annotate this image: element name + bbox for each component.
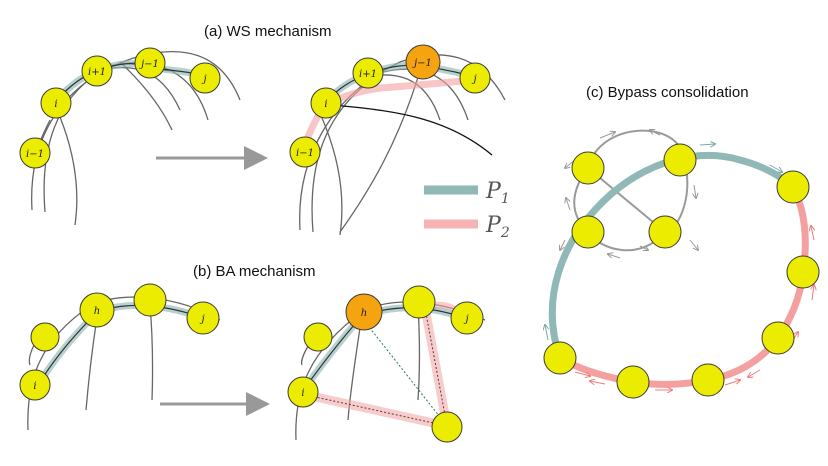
legend-p2-label: P2: [485, 213, 510, 241]
svg-text:i: i: [54, 99, 57, 110]
svg-text:i+1: i+1: [359, 69, 377, 80]
bypass-node-1: [571, 151, 605, 185]
node-b-right-h-highlighted: h: [345, 293, 383, 331]
node-a-left-j: j: [189, 62, 221, 94]
node-b-right-i: i: [287, 376, 319, 408]
svg-text:i: i: [33, 381, 36, 392]
node-a-right-j: j: [459, 62, 491, 94]
svg-text:i: i: [324, 99, 327, 110]
svg-text:i: i: [301, 388, 304, 399]
node-a-right-i-minus-1: i−1: [289, 136, 321, 168]
node-a-left-i: i: [40, 87, 72, 119]
svg-text:i+1: i+1: [88, 67, 106, 78]
node-a-right-i-plus-1: i+1: [352, 57, 384, 89]
ws-right-network: [299, 54, 506, 236]
node-b-left-unlabeled-1: [30, 322, 60, 352]
bypass-node-7: [761, 321, 795, 355]
node-b-right-j: j: [450, 301, 484, 335]
svg-text:i−1: i−1: [26, 149, 44, 160]
node-b-right-unlabeled-1: [303, 322, 333, 352]
bypass-node-3: [571, 215, 605, 249]
bypass-node-8: [691, 363, 725, 397]
node-b-right-new: [431, 411, 463, 443]
node-b-left-unlabeled-2: [133, 283, 167, 317]
svg-text:h: h: [361, 308, 367, 319]
node-b-left-h: h: [79, 292, 115, 328]
bypass-node-2: [663, 143, 697, 177]
node-b-left-j: j: [186, 301, 220, 335]
title-ba-mechanism: (b) BA mechanism: [193, 263, 316, 280]
legend: P1 P2: [424, 179, 510, 241]
svg-text:j−1: j−1: [139, 59, 159, 70]
bypass-node-10: [543, 341, 577, 375]
legend-p1-label: P1: [485, 179, 510, 207]
svg-text:j: j: [463, 314, 468, 325]
bypass-node-5: [776, 170, 810, 204]
svg-text:j: j: [199, 314, 204, 325]
node-a-left-j-minus-1: j−1: [134, 47, 166, 79]
node-b-right-unlabeled-2: [402, 285, 436, 319]
node-a-right-j-minus-1-highlighted: j−1: [405, 44, 441, 80]
bypass-node-6: [786, 255, 820, 289]
node-a-right-i: i: [310, 87, 342, 119]
node-a-left-i-plus-1: i+1: [81, 55, 113, 87]
node-a-left-i-minus-1: i−1: [19, 137, 51, 169]
svg-text:i−1: i−1: [296, 148, 314, 159]
svg-text:j: j: [471, 74, 476, 85]
ws-left-network: [31, 50, 241, 226]
title-bypass-consolidation: (c) Bypass consolidation: [586, 84, 749, 101]
svg-text:h: h: [94, 306, 100, 317]
title-ws-mechanism: (a) WS mechanism: [204, 23, 332, 40]
bypass-node-9: [616, 365, 650, 399]
bypass-node-4: [648, 215, 682, 249]
svg-text:j: j: [201, 74, 206, 85]
svg-text:j−1: j−1: [412, 58, 432, 69]
node-b-left-i: i: [19, 369, 51, 401]
